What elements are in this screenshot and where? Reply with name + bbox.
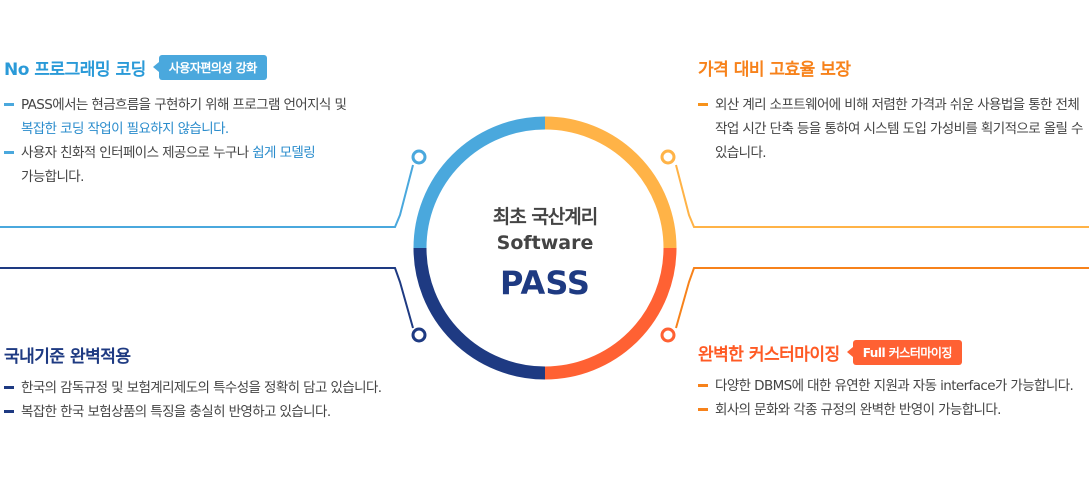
list-item: 한국의 감독규정 및 보험계리제도의 특수성을 정확히 담고 있습니다. bbox=[4, 376, 464, 400]
list-item: 회사의 문화와 각종 규정의 완벽한 반영이 가능합니다. bbox=[698, 398, 1088, 422]
section-domestic-standard: 국내기준 완벽적용 한국의 감독규정 및 보험계리제도의 특수성을 정확히 담고… bbox=[4, 340, 464, 424]
ring-segment-top-right bbox=[544, 116, 677, 249]
section-title: 가격 대비 고효율 보장 bbox=[698, 59, 851, 80]
ring-segment-top-left bbox=[413, 116, 546, 249]
ring-segment-bottom-left bbox=[413, 247, 546, 380]
node-top-right bbox=[660, 149, 676, 165]
list-item: 사용자 친화적 인터페이스 제공으로 누구나 쉽게 모델링 가능합니다. bbox=[4, 141, 424, 189]
list-item: 다양한 DBMS에 대한 유연한 지원과 자동 interface가 가능합니다… bbox=[698, 374, 1088, 398]
center-line-1: 최초 국산계리 bbox=[492, 206, 598, 228]
highlight-text: 쉽게 모델링 bbox=[252, 145, 316, 161]
connector-bottom-right bbox=[675, 267, 1089, 329]
node-bottom-right bbox=[660, 327, 676, 343]
center-product-name: PASS bbox=[500, 264, 590, 302]
badge-tag: Full 커스터마이징 bbox=[846, 339, 962, 365]
section-cost-efficiency: 가격 대비 고효율 보장 외산 계리 소프트웨어에 비해 저렴한 가격과 쉬운 … bbox=[698, 53, 1088, 165]
connector-top-left bbox=[0, 164, 414, 228]
section-title: 국내기준 완벽적용 bbox=[4, 346, 131, 367]
highlight-text: 복잡한 코딩 작업이 필요하지 않습니다. bbox=[21, 121, 229, 137]
list-item: 외산 계리 소프트웨어에 비해 저렴한 가격과 쉬운 사용법을 통한 전체 작업… bbox=[698, 93, 1088, 165]
center-line-2: Software bbox=[496, 232, 594, 254]
section-no-programming: No 프로그래밍 코딩 사용자편의성 강화 PASS에서는 현금흐름을 구현하기… bbox=[4, 53, 424, 189]
connector-bottom-left bbox=[0, 267, 414, 329]
center-label: 최초 국산계리 Software PASS bbox=[414, 117, 676, 379]
node-top-left bbox=[411, 149, 427, 165]
list-item: 복잡한 한국 보험상품의 특징을 충실히 반영하고 있습니다. bbox=[4, 400, 464, 424]
badge-tag: 사용자편의성 강화 bbox=[152, 54, 267, 80]
ring-segment-bottom-right bbox=[544, 247, 677, 380]
connector-top-right bbox=[675, 164, 1089, 228]
section-title: No 프로그래밍 코딩 bbox=[4, 59, 146, 80]
section-title: 완벽한 커스터마이징 bbox=[698, 344, 840, 365]
list-item: PASS에서는 현금흐름을 구현하기 위해 프로그램 언어지식 및 복잡한 코딩… bbox=[4, 93, 424, 141]
section-customizing: 완벽한 커스터마이징 Full 커스터마이징 다양한 DBMS에 대한 유연한 … bbox=[698, 338, 1088, 422]
node-bottom-left bbox=[411, 327, 427, 343]
